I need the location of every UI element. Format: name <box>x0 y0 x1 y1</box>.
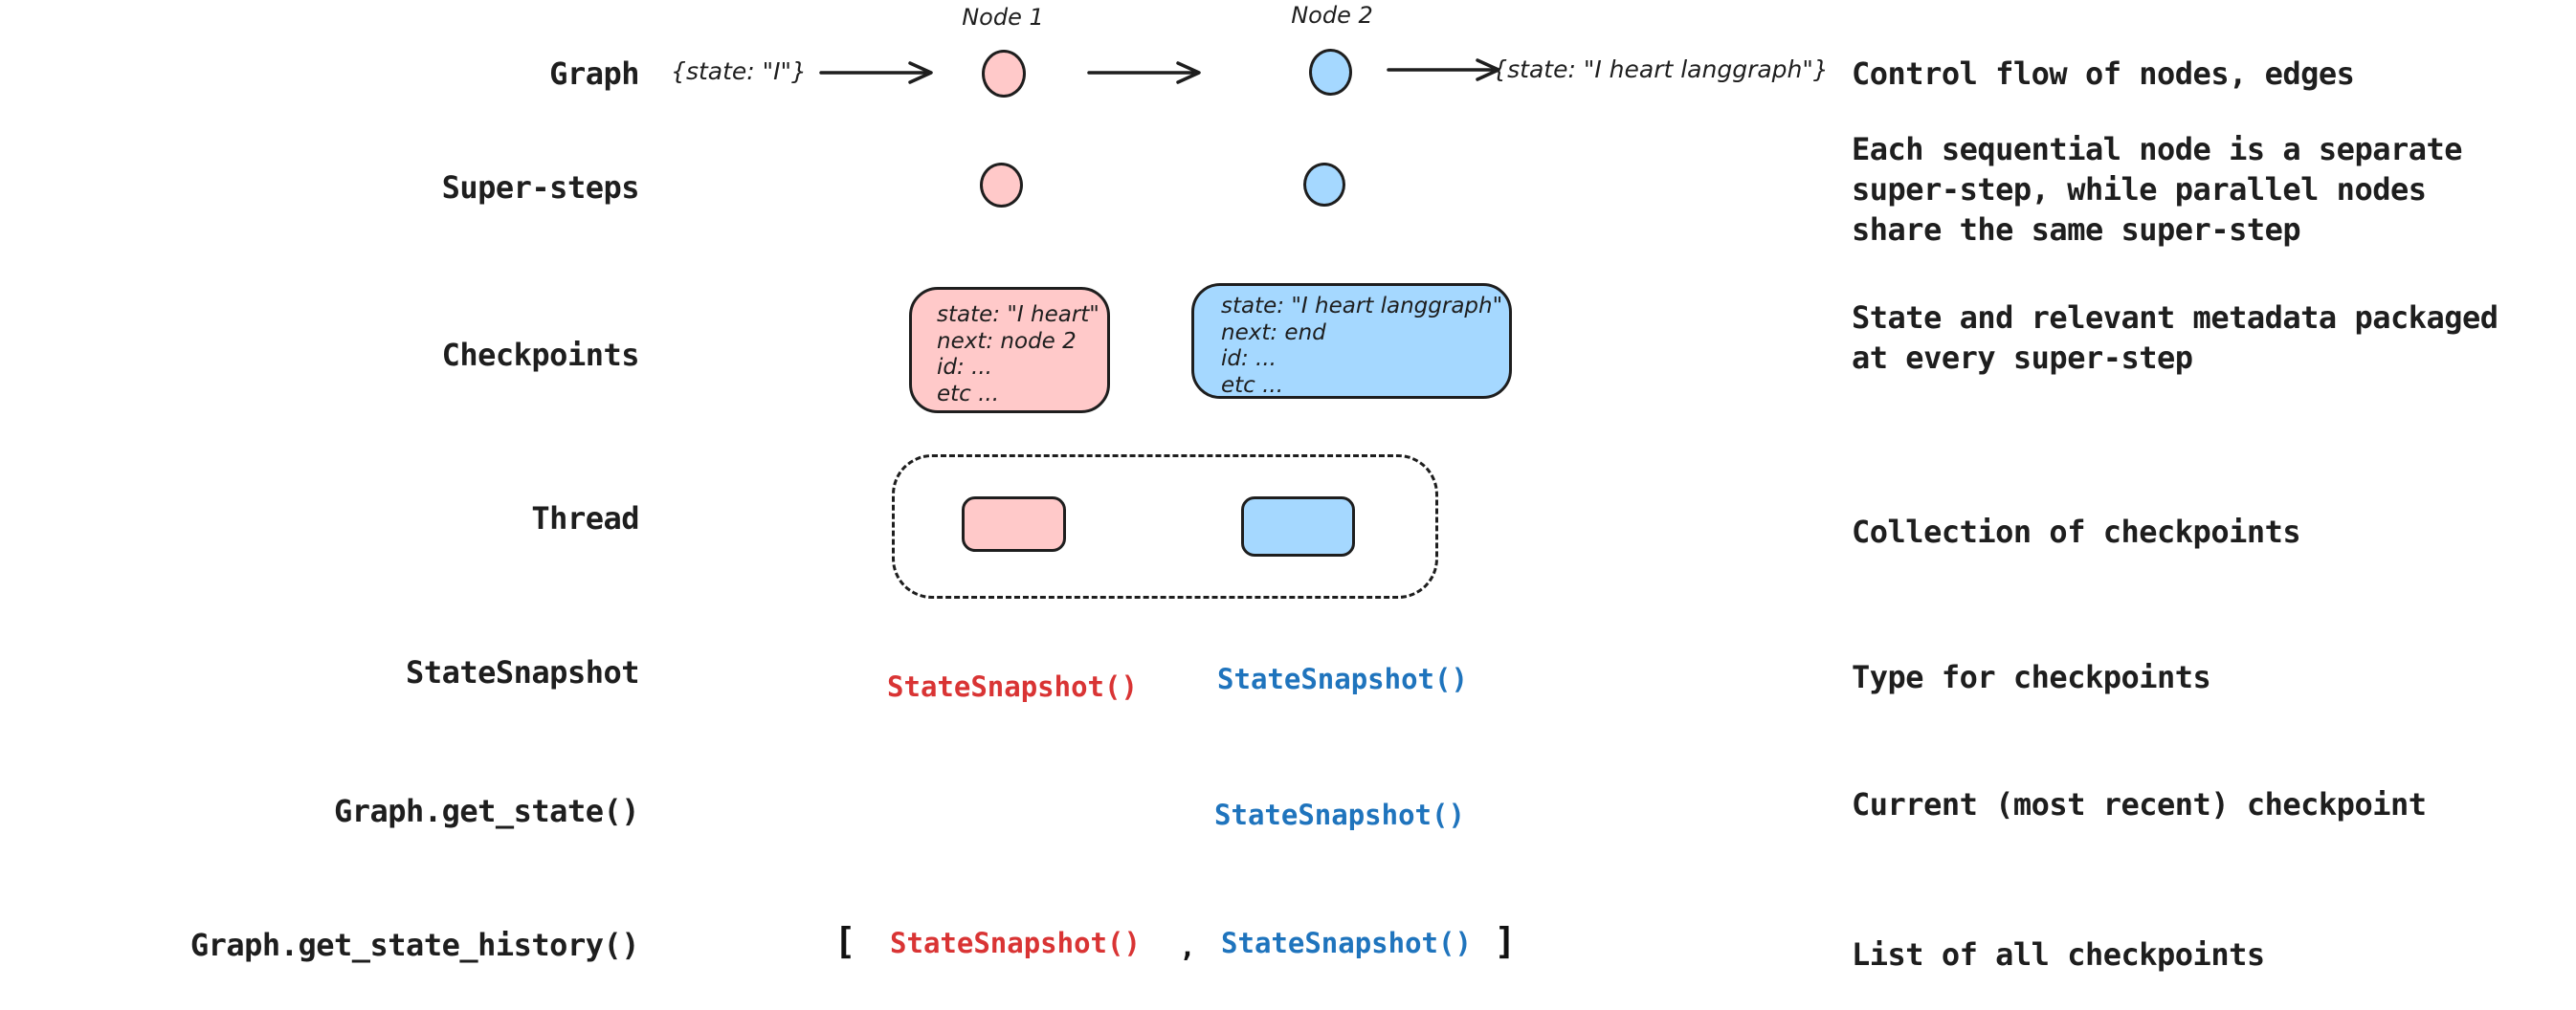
node2-circle <box>1309 49 1352 96</box>
checkpoint-line: etc ... <box>1221 372 1284 398</box>
concept-label-super-steps: Super-steps <box>441 169 640 206</box>
thread-checkpoint-blue <box>1241 496 1355 557</box>
statesnapshot-red-code: StateSnapshot() <box>887 670 1138 703</box>
arrow-right-icon <box>1087 61 1201 84</box>
checkpoint-blue-box: state: "I heart langgraph" next: end id:… <box>1191 283 1512 399</box>
checkpoint-line: etc ... <box>937 381 1000 406</box>
history-close-bracket: ] <box>1494 920 1517 962</box>
desc-line: super-step, while parallel nodes <box>1852 171 2427 208</box>
desc-super-steps: Each sequential node is a separate super… <box>1852 129 2463 250</box>
node1-label: Node 1 <box>962 4 1044 31</box>
desc-thread: Collection of checkpoints <box>1852 512 2301 552</box>
desc-graph: Control flow of nodes, edges <box>1852 54 2355 94</box>
concept-label-statesnapshot: StateSnapshot <box>406 654 639 691</box>
desc-line: Current (most recent) checkpoint <box>1852 786 2427 823</box>
checkpoint-pink-box: state: "I heart" next: node 2 id: ... et… <box>909 287 1110 413</box>
desc-line: Control flow of nodes, edges <box>1852 55 2355 92</box>
desc-line: Type for checkpoints <box>1852 659 2211 695</box>
checkpoint-line: state: "I heart langgraph" <box>1221 294 1503 318</box>
thread-checkpoint-pink <box>962 496 1066 552</box>
desc-line: at every super-step <box>1852 340 2193 376</box>
desc-statesnapshot: Type for checkpoints <box>1852 657 2211 697</box>
super-step1-circle <box>980 163 1023 208</box>
history-snapshot-red-code: StateSnapshot() <box>890 927 1141 959</box>
checkpoint-line: state: "I heart" <box>937 302 1099 327</box>
statesnapshot-blue-code: StateSnapshot() <box>1217 663 1468 695</box>
history-comma: , <box>1179 931 1196 963</box>
desc-line: List of all checkpoints <box>1852 936 2265 973</box>
desc-line: Collection of checkpoints <box>1852 514 2301 550</box>
desc-checkpoints: State and relevant metadata packaged at … <box>1852 297 2498 378</box>
checkpoint-line: id: ... <box>937 355 992 380</box>
concept-label-thread: Thread <box>531 500 639 537</box>
desc-get-state-history: List of all checkpoints <box>1852 934 2265 975</box>
concept-label-checkpoints: Checkpoints <box>441 337 640 373</box>
super-step2-circle <box>1303 163 1345 207</box>
node1-circle <box>982 50 1026 98</box>
history-snapshot-blue-code: StateSnapshot() <box>1221 927 1472 959</box>
desc-line: Each sequential node is a separate <box>1852 131 2463 167</box>
concept-label-get-state: Graph.get_state() <box>333 793 640 829</box>
output-state-text: {state: "I heart langgraph"} <box>1492 55 1829 83</box>
arrow-right-icon <box>1387 58 1500 81</box>
checkpoint-line: next: end <box>1221 319 1326 345</box>
arrow-right-icon <box>819 61 933 84</box>
checkpoint-line: id: ... <box>1221 346 1277 371</box>
get-state-result-code: StateSnapshot() <box>1214 799 1465 831</box>
desc-line: share the same super-step <box>1852 211 2301 248</box>
concept-label-get-state-history: Graph.get_state_history() <box>189 927 640 963</box>
input-state-text: {state: "I"} <box>671 57 807 85</box>
desc-line: State and relevant metadata packaged <box>1852 299 2498 336</box>
desc-get-state: Current (most recent) checkpoint <box>1852 784 2427 824</box>
concept-label-graph: Graph <box>549 55 639 92</box>
history-open-bracket: [ <box>833 920 856 962</box>
thread-dashed-box <box>892 454 1438 599</box>
checkpoint-line: next: node 2 <box>937 328 1077 354</box>
node2-label: Node 2 <box>1291 2 1373 29</box>
